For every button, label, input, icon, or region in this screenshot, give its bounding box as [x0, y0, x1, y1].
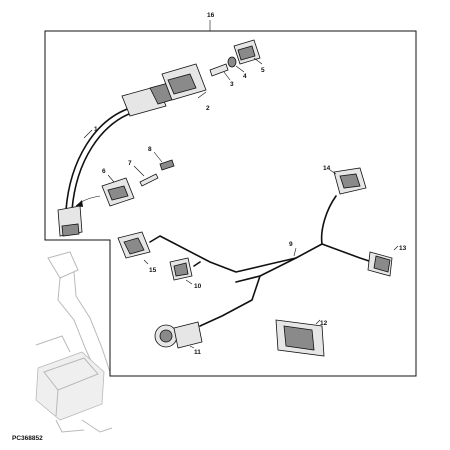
- part-5-housing: 5: [233, 39, 265, 74]
- part-8-terminal: 8: [148, 146, 175, 171]
- part-2-connector: 2: [161, 63, 210, 112]
- callout-4-label: 4: [243, 73, 247, 80]
- part-15-connector: 15: [117, 231, 157, 274]
- part-3-terminal: 3: [209, 63, 234, 88]
- part-9-main-harness: 9: [149, 195, 373, 327]
- callout-10-label: 10: [194, 283, 202, 290]
- callout-11-label: 11: [194, 349, 201, 356]
- ghost-machine-bracket: [35, 251, 113, 433]
- part-6-connector: 6: [101, 168, 135, 207]
- callout-12-label: 12: [320, 320, 328, 327]
- part-14-connector: 14: [323, 165, 367, 195]
- callout-2-label: 2: [206, 105, 210, 112]
- assembly-frame: [44, 30, 417, 377]
- callout-3-label: 3: [230, 81, 234, 88]
- part-1-harness-lead: 1: [57, 81, 179, 237]
- part-12-dsub-connector: 12: [275, 319, 328, 357]
- callout-13-label: 13: [399, 245, 407, 252]
- callout-16-label: 16: [207, 12, 215, 19]
- part-11-round-connector: 11: [154, 321, 203, 356]
- part-10-connector: 10: [169, 257, 202, 290]
- part-13-inline-connector: 13: [367, 245, 407, 277]
- callout-6-label: 6: [102, 168, 106, 175]
- callout-15-label: 15: [149, 267, 157, 274]
- arrow-head: [76, 200, 83, 207]
- callout-14-label: 14: [323, 165, 331, 172]
- callout-1-label: 1: [94, 126, 98, 133]
- callout-16: 16: [207, 12, 215, 31]
- part-4-seal: 4: [227, 56, 247, 80]
- figure-id: PC368852: [12, 435, 43, 442]
- callout-5-label: 5: [261, 67, 265, 74]
- callout-7-label: 7: [128, 160, 132, 167]
- callout-9-label: 9: [289, 241, 293, 248]
- part-7-pin: 7: [128, 160, 159, 187]
- callout-8-label: 8: [148, 146, 152, 153]
